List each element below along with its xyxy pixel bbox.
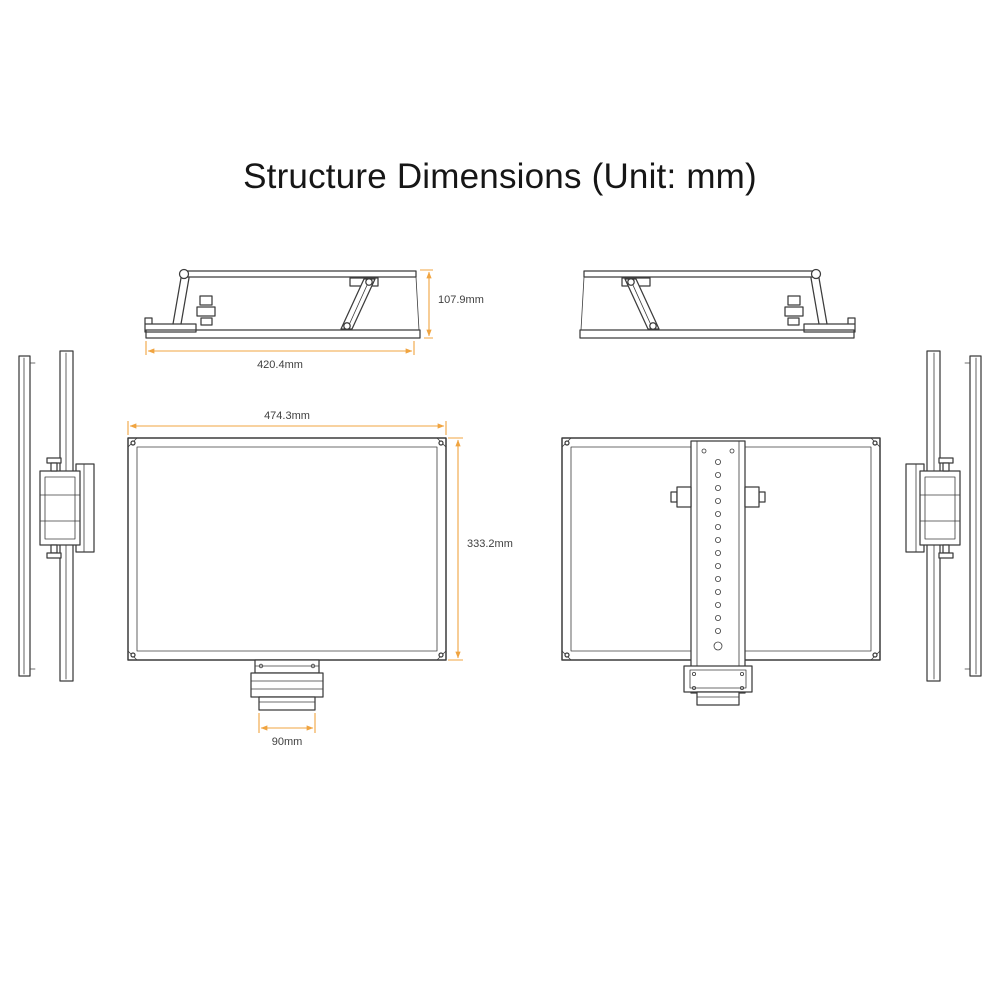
- dimension-label-front-height: 333.2mm: [467, 538, 513, 550]
- dimension-front-width: 474.3mm: [127, 410, 447, 435]
- dimension-label-bracket-width: 90mm: [272, 736, 303, 748]
- dimension-label-riser-height: 107.9mm: [438, 294, 484, 306]
- dimension-riser-height: 107.9mm: [420, 269, 484, 339]
- page-title: Structure Dimensions (Unit: mm): [243, 157, 757, 196]
- dimension-bracket-width: 90mm: [258, 713, 316, 748]
- edge-view-left: [18, 350, 95, 682]
- back-view: [561, 437, 881, 706]
- front-view: [127, 437, 447, 711]
- side-view-folded-right: [579, 268, 856, 339]
- dimension-front-height: 333.2mm: [448, 437, 513, 661]
- dimension-label-riser-width: 420.4mm: [257, 359, 303, 371]
- dimension-riser-width: 420.4mm: [145, 341, 415, 371]
- edge-view-right: [905, 350, 982, 682]
- dimension-label-front-width: 474.3mm: [264, 410, 310, 422]
- side-view-folded-left: [144, 268, 421, 339]
